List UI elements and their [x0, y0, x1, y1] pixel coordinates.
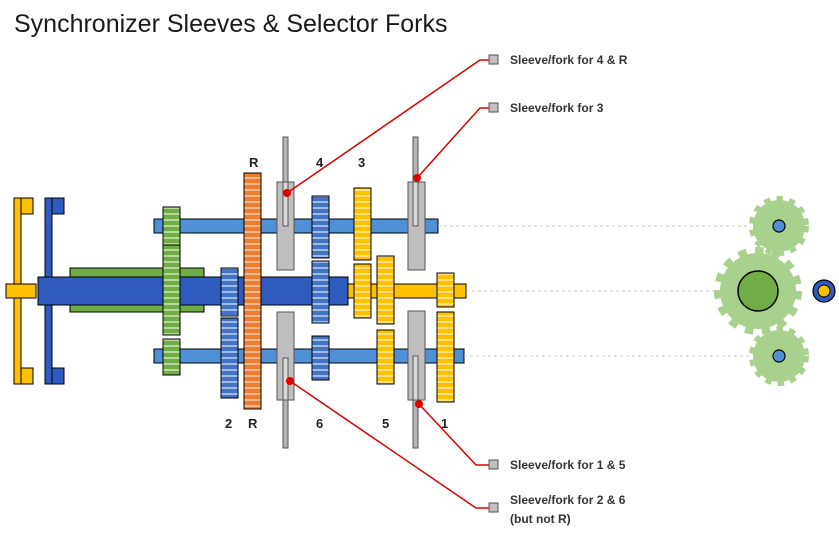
- callout-marker-1-5: [488, 459, 499, 470]
- yellow-gear-1-lower: [436, 311, 455, 403]
- end-view-upper-gear-icon: [749, 196, 809, 256]
- gear-label-bottom-6: 6: [316, 416, 323, 431]
- callout-line-4-r: [286, 59, 490, 194]
- callout-dot-1-5: [415, 400, 423, 408]
- yellow-gear-5-lower: [376, 329, 395, 385]
- blue-gear-2-lower: [220, 317, 239, 399]
- gear-label-bottom-2: 2: [225, 416, 232, 431]
- callout-marker-2-6: [488, 502, 499, 513]
- gear-label-top-3: 3: [358, 155, 365, 170]
- blue-gear-4-main: [311, 260, 330, 324]
- end-view-lower-gear-icon: [749, 326, 809, 386]
- callout-line-2-6: [289, 380, 490, 509]
- green-gear-upper: [162, 206, 181, 246]
- sleeve-1-5: [407, 310, 426, 449]
- green-gear-lower: [162, 338, 181, 376]
- green-gear-main: [162, 244, 181, 336]
- upper-countershaft: [153, 218, 439, 234]
- callout-line-1-5: [418, 403, 490, 466]
- callout-label-1-5: Sleeve/fork for 1 & 5: [510, 458, 626, 472]
- blue-gear-6-lower: [311, 335, 330, 381]
- callout-label-4-r: Sleeve/fork for 4 & R: [510, 53, 628, 67]
- main-input-shaft: [37, 276, 349, 306]
- callout-dot-4-r: [283, 189, 291, 197]
- callout-dot-3: [413, 174, 421, 182]
- page-title: Synchronizer Sleeves & Selector Forks: [14, 10, 448, 38]
- sleeve-2-6: [276, 311, 295, 449]
- end-view-output-shaft-icon: [812, 279, 836, 303]
- blue-gear-4-upper: [311, 195, 330, 259]
- callout-label-3: Sleeve/fork for 3: [510, 101, 604, 115]
- sleeve-3: [407, 136, 426, 271]
- reverse-gear: [243, 172, 262, 410]
- gear-label-bottom-5: 5: [382, 416, 389, 431]
- gear-label-bottom-r: R: [248, 416, 258, 431]
- yellow-gear-3-main: [353, 263, 372, 319]
- callout-marker-3: [488, 102, 499, 113]
- gear-label-top-4: 4: [316, 155, 324, 170]
- callout-line-3: [416, 107, 490, 179]
- gear-label-top-r: R: [249, 155, 259, 170]
- end-view-main-gear-icon: [714, 247, 802, 335]
- sleeve-4-r: [276, 136, 295, 271]
- callout-label-2-6: Sleeve/fork for 2 & 6: [510, 493, 626, 507]
- callout-label-2-6-note: (but not R): [510, 512, 571, 526]
- yellow-gear-3-upper: [353, 187, 372, 261]
- yellow-gear-5-main: [376, 255, 395, 325]
- gear-label-bottom-1: 1: [441, 416, 448, 431]
- callout-marker-4-r: [488, 54, 499, 65]
- callout-dot-2-6: [286, 377, 294, 385]
- yellow-gear-1-main: [436, 272, 455, 308]
- blue-gear-2-main: [220, 267, 239, 317]
